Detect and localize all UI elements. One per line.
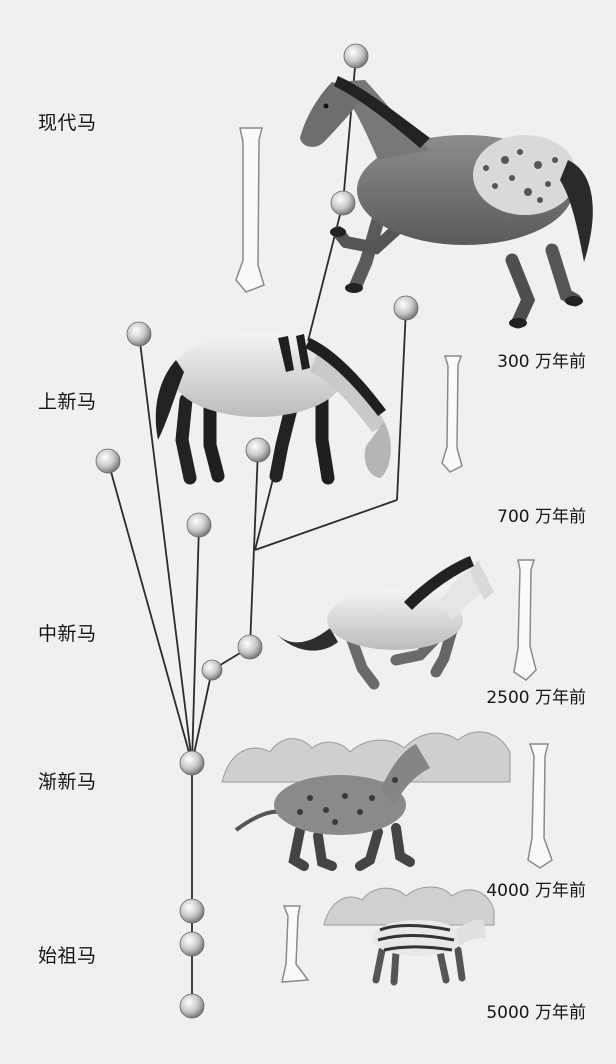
node-trunk-1 <box>180 899 204 923</box>
node-trunk-2 <box>180 932 204 956</box>
node-miohippus <box>238 635 262 659</box>
branch-junction-line <box>255 500 397 550</box>
node-modern-top <box>344 44 368 68</box>
mesohippus-illustration <box>222 732 510 866</box>
node-far-left <box>96 449 120 473</box>
label-modern-horse: 现代马 <box>38 108 97 135</box>
node-modern-mid <box>331 191 355 215</box>
bone-modern <box>236 128 264 292</box>
node-mesohippus <box>180 751 204 775</box>
miohippus-illustration <box>275 556 494 684</box>
age-4000: 4000 万年前 <box>446 876 586 901</box>
age-2500: 2500 万年前 <box>446 683 586 708</box>
age-700: 700 万年前 <box>446 502 586 527</box>
label-miohippus: 中新马 <box>38 619 97 646</box>
eohippus-illustration <box>324 887 494 982</box>
branch-center <box>192 525 199 763</box>
bone-eohippus <box>282 906 308 982</box>
label-eohippus: 始祖马 <box>38 941 97 968</box>
pliohippus-illustration <box>156 333 391 478</box>
node-center <box>187 513 211 537</box>
age-5000: 5000 万年前 <box>446 998 586 1023</box>
bone-pliohippus <box>442 356 462 472</box>
bone-mesohippus <box>528 744 552 868</box>
label-pliohippus: 上新马 <box>38 387 97 414</box>
age-300: 300 万年前 <box>446 347 586 372</box>
node-left-top <box>127 322 151 346</box>
branch-far-left <box>108 461 192 763</box>
branch-modern-top <box>343 56 356 203</box>
bone-miohippus <box>514 560 536 680</box>
node-pliohippus-right <box>394 296 418 320</box>
node-small <box>202 660 222 680</box>
node-eohippus <box>180 994 204 1018</box>
leg-bone-sketches <box>236 128 552 982</box>
node-pliohippus-center <box>246 438 270 462</box>
branch-right-up <box>397 308 406 500</box>
background-bushes <box>222 732 510 782</box>
label-mesohippus: 渐新马 <box>38 767 97 794</box>
